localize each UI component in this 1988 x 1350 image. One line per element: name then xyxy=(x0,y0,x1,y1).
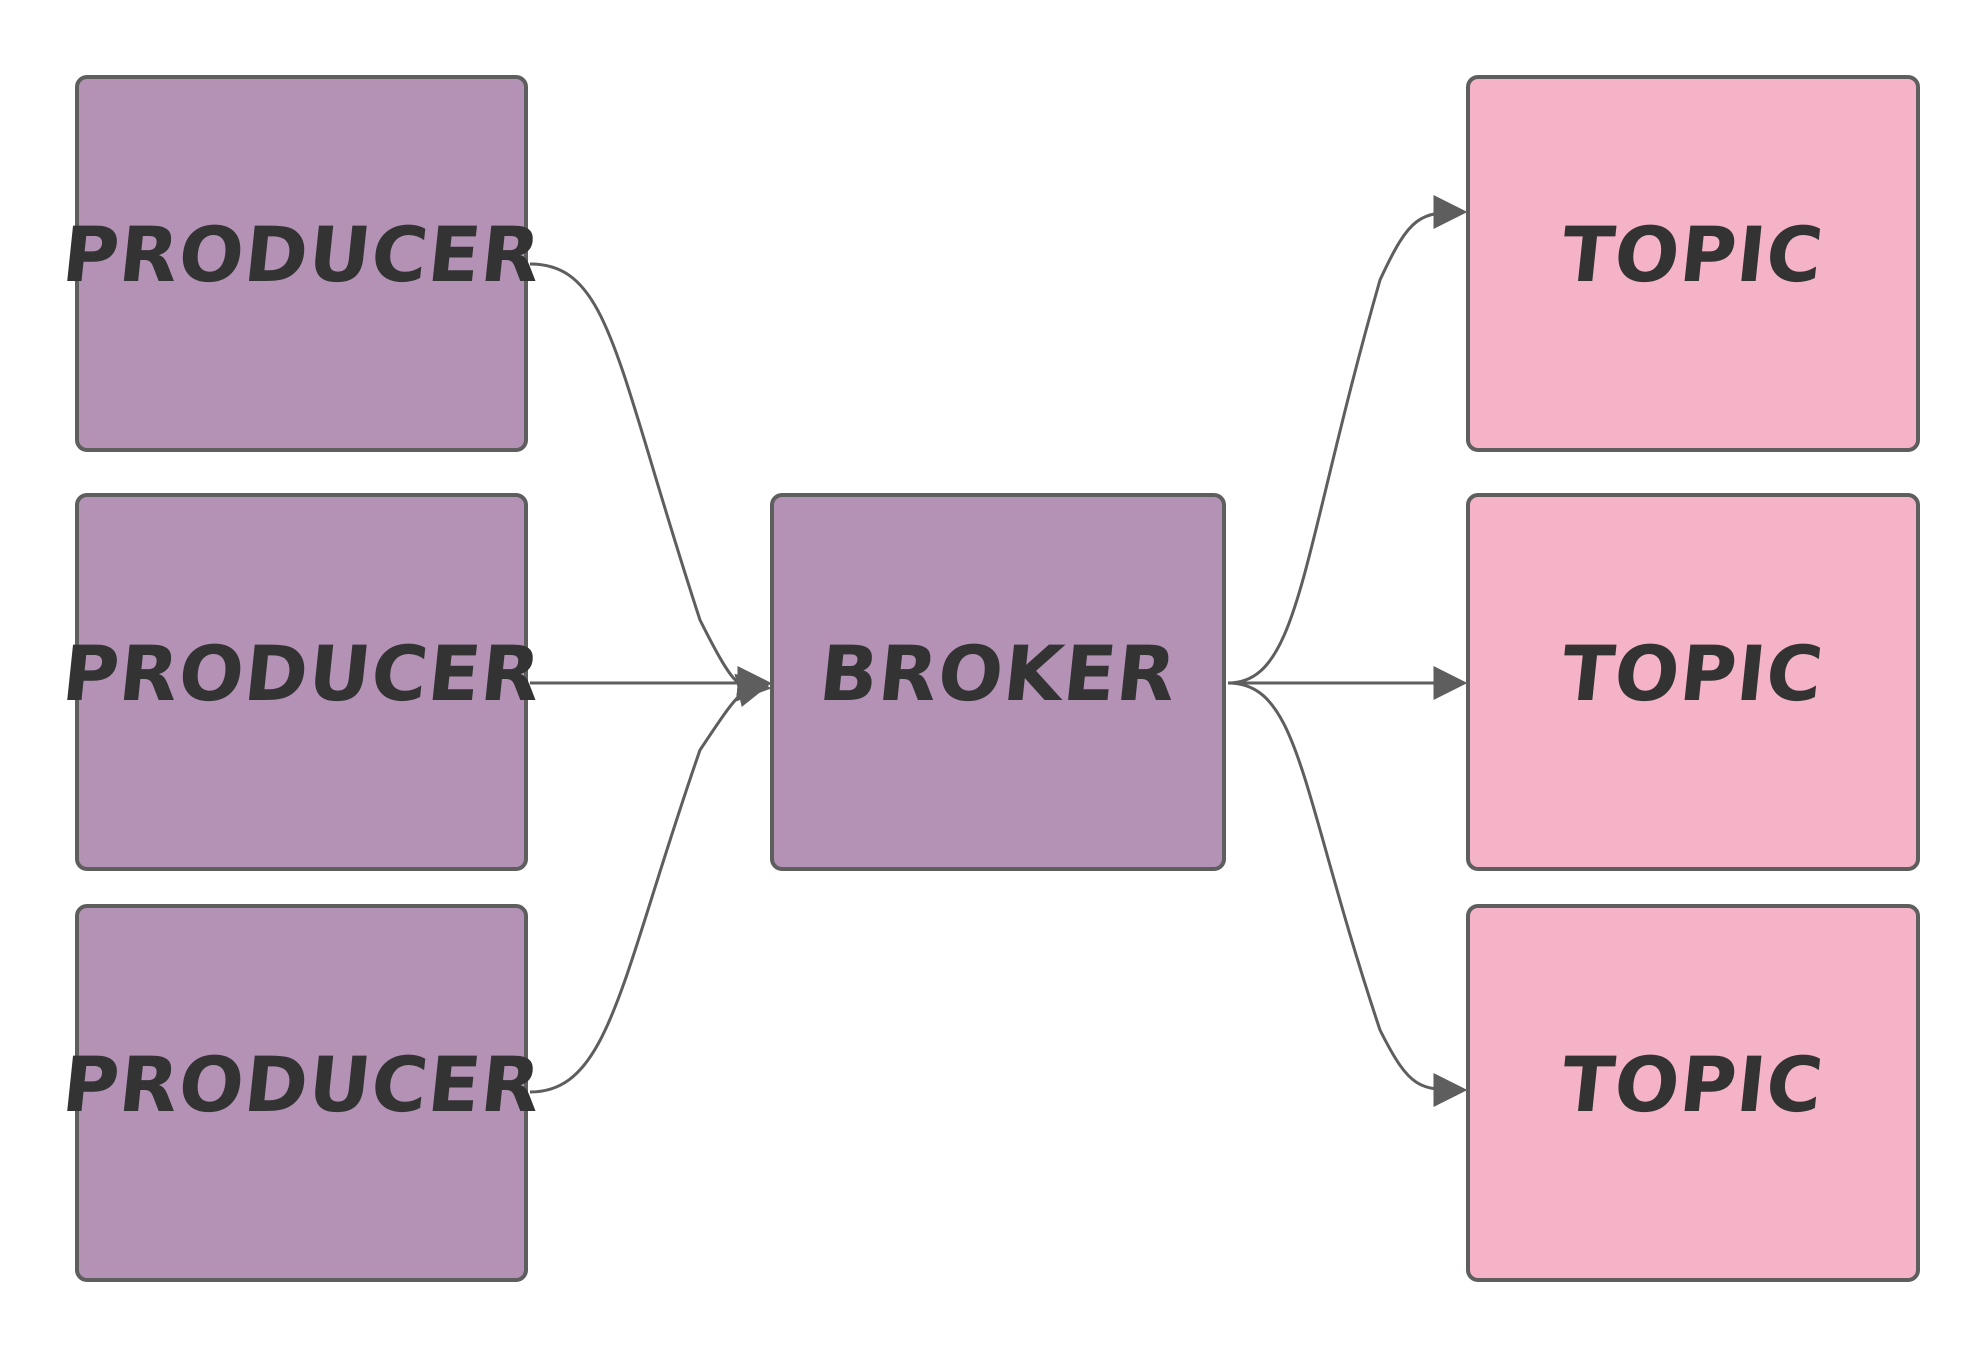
broker-node[interactable]: BROKER xyxy=(770,493,1226,871)
edge-producer-1-broker xyxy=(529,262,772,702)
topic-node-3[interactable]: TOPIC xyxy=(1466,904,1920,1282)
broker-label: BROKER xyxy=(815,628,1181,718)
topic-node-1[interactable]: TOPIC xyxy=(1466,75,1920,452)
producer-label: PRODUCER xyxy=(57,1039,546,1129)
producer-node-2[interactable]: PRODUCER xyxy=(58,493,545,871)
edge-broker-topic-1 xyxy=(1227,195,1468,685)
topic-label: TOPIC xyxy=(1557,628,1829,718)
topic-label: TOPIC xyxy=(1557,210,1829,299)
topic-label: TOPIC xyxy=(1557,1039,1829,1129)
producer-node-3[interactable]: PRODUCER xyxy=(58,904,545,1282)
producer-label: PRODUCER xyxy=(57,210,546,299)
producer-node-1[interactable]: PRODUCER xyxy=(58,75,545,452)
topic-node-2[interactable]: TOPIC xyxy=(1466,493,1920,871)
edge-producer-3-broker xyxy=(529,673,772,1094)
producer-label: PRODUCER xyxy=(57,628,546,718)
edge-broker-topic-3 xyxy=(1227,681,1468,1107)
